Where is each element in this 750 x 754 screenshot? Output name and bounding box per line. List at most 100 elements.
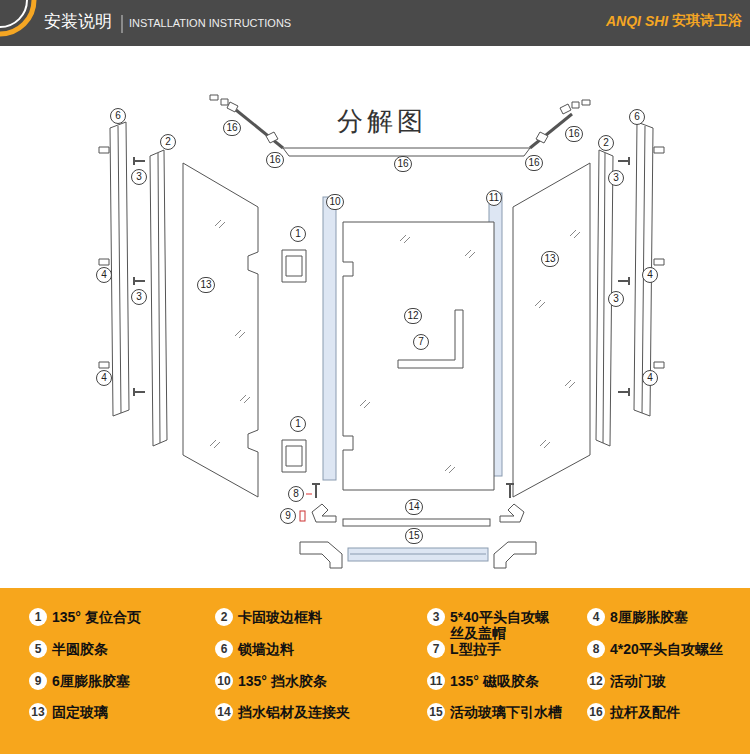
legend-item: 1 135° 复位合页: [29, 608, 141, 626]
legend-number-badge: 16: [587, 703, 605, 721]
callout-number: 13: [541, 251, 558, 267]
callout-number: 1: [290, 416, 306, 432]
screw: [134, 157, 145, 396]
legend-item: 6 锁墙边料: [215, 640, 294, 658]
callout-number: 4: [642, 267, 658, 283]
callout-number: 4: [96, 370, 112, 386]
screw: [312, 484, 514, 498]
legend-text: 锁墙边料: [238, 641, 294, 657]
header-band: 安装说明INSTALLATION INSTRUCTIONSANQI SHI安琪诗…: [0, 0, 750, 46]
legend-number: 12: [589, 674, 602, 688]
header-band: [0, 0, 750, 46]
callout-number: 3: [608, 291, 624, 307]
rod-bracket: [210, 95, 238, 112]
glass-frame-edge: [158, 153, 160, 443]
expansion-plug: [654, 147, 664, 368]
legend-number-badge: 12: [587, 672, 605, 690]
legend-number-badge: 9: [29, 672, 47, 690]
legend-number-badge: 5: [29, 640, 47, 658]
callout-number: 10: [326, 194, 343, 210]
legend-number: 6: [221, 642, 228, 656]
legend-number: 1: [35, 610, 42, 624]
callout-number: 16: [525, 155, 542, 171]
legend-number: 8: [593, 642, 600, 656]
legend-item: 8 4*20平头自攻螺丝: [587, 640, 723, 658]
callout-number: 16: [266, 152, 283, 168]
legend-number-badge: 6: [215, 640, 233, 658]
legend-item: 16 拉杆及配件: [587, 703, 680, 721]
header-title: 安装说明: [44, 12, 112, 32]
legend-item: 2卡固玻边框料: [215, 608, 322, 626]
rod-bracket: [560, 100, 590, 114]
header-subtitle: INSTALLATION INSTRUCTIONS: [129, 17, 291, 30]
legend-item: 10 135° 挡水胶条: [215, 672, 327, 690]
callout-number: 1: [290, 226, 306, 242]
legend-number: 2: [221, 610, 228, 624]
callout-number: 16: [394, 156, 411, 172]
fixed-glass: [513, 163, 590, 497]
legend-number-badge: 15: [427, 703, 445, 721]
legend-number-badge: 1: [29, 608, 47, 626]
callout-number: 13: [197, 277, 214, 293]
legend-item: 96厘膨胀胶塞: [29, 672, 130, 690]
legend-number: 16: [589, 705, 602, 719]
legend-item: 3 5*40平头自攻螺 丝及盖帽: [427, 608, 562, 641]
legend-number: 13: [31, 705, 44, 719]
callout-number: 16: [223, 120, 240, 136]
expansion-plug: [300, 511, 305, 521]
callout-number: 3: [608, 170, 624, 186]
callout-number: 4: [96, 267, 112, 283]
callout-number: 7: [413, 334, 429, 350]
expansion-plug: [99, 147, 109, 368]
callout-number: 15: [405, 528, 422, 544]
legend-text: 活动门玻: [610, 673, 666, 689]
callout-number: 4: [642, 370, 658, 386]
glass-frame: [150, 150, 167, 446]
drain-channel-edge: [350, 554, 486, 555]
legend-item: 48厘膨胀胶塞: [587, 608, 688, 626]
legend-text: 135° 挡水胶条: [238, 673, 327, 689]
legend-number: 7: [433, 642, 440, 656]
legend-item: 15 活动玻璃下引水槽: [427, 703, 562, 721]
diagram-title: 分解图: [337, 106, 427, 137]
support-rod: [236, 110, 283, 148]
legend-number-badge: 11: [427, 672, 445, 690]
legend-item: 7 L型拉手: [427, 640, 501, 658]
legend-text: 4*20平头自攻螺丝: [610, 641, 723, 657]
legend-text: 135° 复位合页: [52, 609, 141, 625]
water-bar: [343, 519, 490, 526]
legend-item: 13固定玻璃: [29, 703, 108, 721]
callout-number: 3: [131, 289, 147, 305]
wall-profile: [110, 122, 129, 416]
legend-number-badge: 8: [587, 640, 605, 658]
channel-end: [300, 542, 536, 568]
callout-number: 12: [404, 308, 421, 324]
support-bar: [283, 148, 530, 156]
legend-number-badge: 10: [215, 672, 233, 690]
legend-text: 活动玻璃下引水槽: [450, 704, 562, 720]
legend-text: L型拉手: [450, 641, 501, 657]
legend-number: 9: [35, 674, 42, 688]
wall-profile-edge: [118, 126, 121, 413]
door-glass: [343, 222, 494, 490]
legend-number-badge: 14: [215, 703, 233, 721]
corner-arc: [0, 0, 34, 34]
legend-item: 14 挡水铝材及连接夹: [215, 703, 350, 721]
callout-number: 11: [486, 190, 502, 206]
callout-number: 9: [280, 508, 296, 524]
glass-mark: [210, 220, 580, 473]
brand-logo: ANQI SHI: [606, 13, 668, 30]
legend-text: 5*40平头自攻螺 丝及盖帽: [450, 609, 562, 641]
header-divider: [122, 15, 123, 33]
leader-line: [306, 494, 312, 495]
hinge: [282, 250, 306, 472]
legend-number-badge: 3: [427, 608, 445, 626]
legend-number-badge: 2: [215, 608, 233, 626]
legend-text: 挡水铝材及连接夹: [238, 704, 350, 720]
glass-frame-edge: [603, 153, 605, 443]
screw: [618, 157, 629, 396]
legend-item: 11135° 磁吸胶条: [427, 672, 539, 690]
callout-number: 14: [405, 499, 422, 515]
legend-text: 拉杆及配件: [610, 704, 680, 720]
legend-number: 11: [430, 674, 443, 688]
